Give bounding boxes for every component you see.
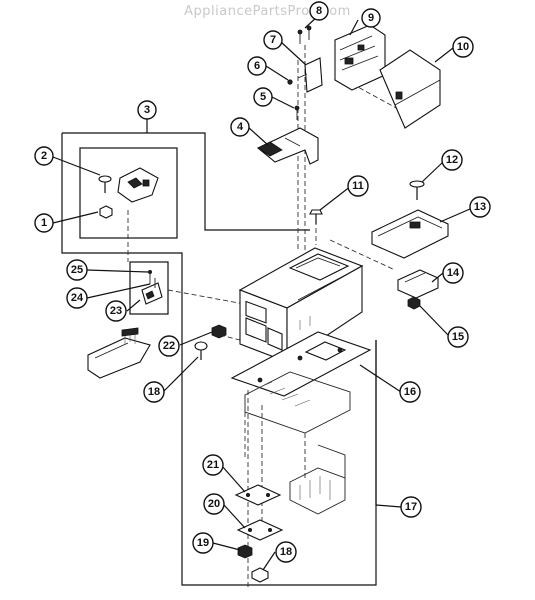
svg-text:11: 11 [352, 180, 364, 192]
part-door-lock [117, 167, 159, 203]
callout-19: 19 [192, 532, 214, 554]
svg-text:13: 13 [474, 201, 486, 213]
part-screw [409, 180, 425, 200]
part-nut [237, 544, 253, 559]
part-screws [297, 25, 312, 44]
part-screw [294, 105, 300, 120]
callout-5: 5 [253, 87, 273, 107]
part-mount-bracket [397, 269, 439, 299]
svg-text:4: 4 [237, 121, 244, 133]
part-switch-plate [371, 209, 449, 259]
callout-7: 7 [263, 30, 283, 50]
part-nut [407, 296, 421, 310]
svg-text:1: 1 [41, 217, 47, 229]
callout-10: 10 [452, 36, 474, 58]
callout-14: 14 [442, 262, 464, 284]
part-bolt [194, 341, 208, 360]
callout-18-upper: 18 [143, 381, 165, 403]
part-control-board [334, 24, 386, 91]
callout-24: 24 [66, 287, 88, 309]
assembly-line [329, 239, 396, 271]
part-latch [141, 269, 163, 305]
part-screw [98, 175, 112, 193]
svg-text:24: 24 [71, 292, 84, 304]
part-lower-plate [234, 484, 282, 506]
svg-text:5: 5 [260, 91, 266, 103]
callout-12: 12 [441, 149, 463, 171]
svg-text:8: 8 [316, 5, 322, 17]
svg-text:10: 10 [457, 41, 469, 53]
leader-lines [52, 15, 471, 571]
callout-16: 16 [399, 381, 421, 403]
svg-text:6: 6 [254, 60, 260, 72]
part-bracket [297, 57, 323, 93]
svg-text:25: 25 [71, 264, 83, 276]
group-3-inner-box [79, 147, 178, 239]
callout-15: 15 [447, 326, 469, 348]
svg-text:20: 20 [208, 498, 220, 510]
svg-text:7: 7 [270, 34, 276, 46]
part-nut [99, 205, 113, 219]
part-base-plate [230, 331, 372, 397]
part-nut [211, 324, 227, 339]
callout-22: 22 [158, 335, 180, 357]
svg-text:3: 3 [144, 104, 150, 116]
callout-4: 4 [230, 117, 250, 137]
callout-8: 8 [309, 1, 329, 21]
callout-20: 20 [203, 493, 225, 515]
part-screw [309, 209, 323, 224]
callout-11: 11 [347, 175, 369, 197]
part-bolt [251, 567, 269, 583]
part-support-frame [244, 371, 351, 515]
svg-text:18: 18 [148, 386, 160, 398]
callout-18-lower: 18 [275, 541, 297, 563]
part-actuator-arm [256, 127, 319, 165]
svg-text:2: 2 [41, 150, 47, 162]
svg-text:16: 16 [404, 386, 416, 398]
callout-17: 17 [400, 496, 422, 518]
svg-text:21: 21 [207, 459, 219, 471]
callout-3: 3 [137, 100, 157, 120]
callout-9: 9 [361, 8, 381, 28]
callout-1: 1 [34, 213, 54, 233]
callout-23: 23 [105, 300, 127, 322]
callout-2: 2 [34, 146, 54, 166]
svg-text:19: 19 [197, 537, 209, 549]
svg-text:9: 9 [368, 12, 374, 24]
callout-13: 13 [469, 196, 491, 218]
svg-text:22: 22 [163, 340, 175, 352]
assembly-line [167, 289, 251, 306]
part-lower-plate [236, 519, 284, 541]
callout-25: 25 [66, 259, 88, 281]
svg-text:14: 14 [447, 267, 460, 279]
part-small-screw [287, 79, 293, 85]
svg-text:15: 15 [452, 331, 464, 343]
svg-text:12: 12 [446, 154, 458, 166]
callout-6: 6 [247, 56, 267, 76]
part-door-handle [87, 327, 151, 379]
svg-text:23: 23 [110, 305, 122, 317]
svg-text:18: 18 [280, 546, 292, 558]
callout-21: 21 [202, 454, 224, 476]
watermark-text: AppliancePartsPros.com [184, 4, 351, 19]
group-3-frame [61, 132, 377, 586]
svg-text:17: 17 [405, 501, 417, 513]
part-board-cover [379, 49, 441, 129]
